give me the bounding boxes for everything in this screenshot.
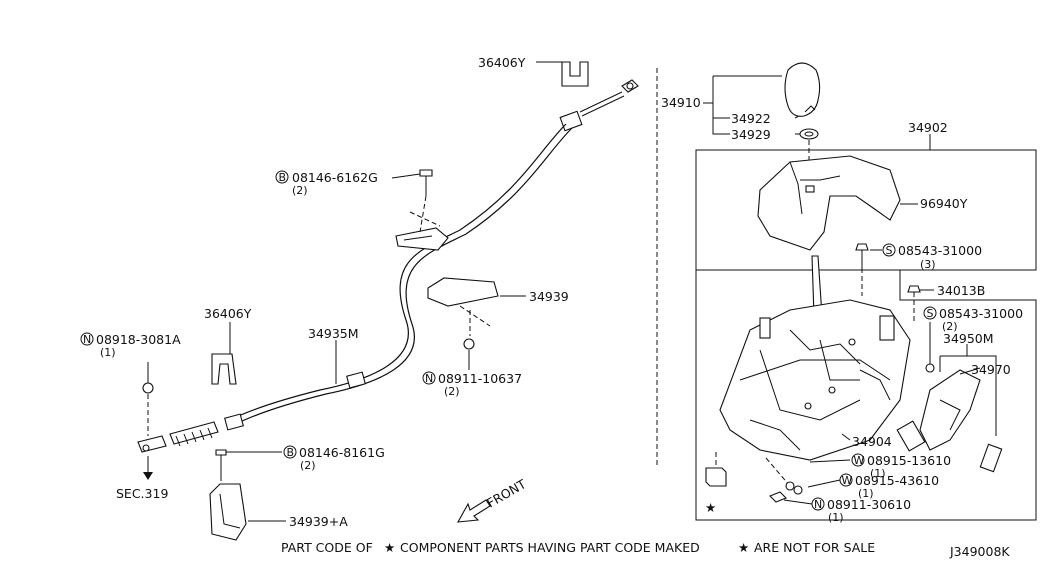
shift-cable — [229, 123, 567, 421]
cable-clip-left — [211, 353, 237, 385]
label-34939: 34939 — [529, 289, 569, 304]
frame-34902 — [695, 149, 1037, 271]
svg-text:(2): (2) — [300, 459, 316, 472]
cable-adjuster — [169, 421, 219, 445]
label-96940y: 96940Y — [920, 196, 968, 211]
label-34013b: 34013B — [937, 283, 985, 298]
front-label: FRONT — [484, 476, 529, 511]
svg-text:N: N — [83, 333, 91, 346]
svg-text:W: W — [854, 454, 865, 467]
footer-star-1: ★ — [384, 540, 395, 555]
washer — [799, 128, 819, 140]
label-sec319: SEC.319 — [116, 486, 168, 501]
bracket-34939 — [427, 277, 499, 307]
label-34935m: 34935M — [308, 326, 359, 341]
label-34929: 34929 — [731, 127, 771, 142]
svg-text:B: B — [279, 171, 287, 184]
label-34950m: 34950M — [943, 331, 994, 346]
label-34970: 34970 — [971, 362, 1011, 377]
svg-text:(1): (1) — [100, 346, 116, 359]
shifter-base — [719, 299, 911, 461]
svg-text:N: N — [425, 372, 433, 385]
label-08543-31000-a: 08543-31000 — [898, 243, 982, 258]
label-36406y-top: 36406Y — [478, 55, 526, 70]
svg-text:S: S — [927, 307, 934, 320]
footer-note-part2: COMPONENT PARTS HAVING PART CODE MAKED — [400, 540, 700, 555]
shift-knob — [784, 62, 821, 117]
bracket-34939a — [209, 483, 247, 541]
front-arrow-icon — [457, 499, 491, 523]
label-08911-30610: 08911-30610 — [827, 497, 911, 512]
svg-text:(3): (3) — [920, 258, 936, 271]
svg-text:N: N — [814, 498, 822, 511]
svg-text:B: B — [287, 446, 295, 459]
cable-clip-top — [561, 61, 589, 87]
diagram-id: J349008K — [949, 544, 1010, 559]
label-08911-10637: 08911-10637 — [438, 371, 522, 386]
svg-text:W: W — [842, 474, 853, 487]
label-34922: 34922 — [731, 111, 771, 126]
label-08543-31000-b: 08543-31000 — [939, 306, 1023, 321]
starred-component — [705, 467, 727, 487]
footer-note-part3: ARE NOT FOR SALE — [754, 540, 875, 555]
label-08918-3081a: 08918-3081A — [96, 332, 181, 347]
frame-34902-lower — [695, 270, 1037, 521]
label-08146-6162g: 08146-6162G — [292, 170, 378, 185]
label-08915-13610: 08915-13610 — [867, 453, 951, 468]
svg-text:(1): (1) — [870, 467, 886, 480]
label-36406y-left: 36406Y — [204, 306, 252, 321]
svg-text:(2): (2) — [942, 320, 958, 333]
star-mark: ★ — [705, 500, 716, 515]
label-08915-43610: 08915-43610 — [855, 473, 939, 488]
label-34939a: 34939+A — [289, 514, 348, 529]
indicator-cover — [757, 155, 901, 251]
cable-bracket — [395, 227, 449, 251]
label-34902: 34902 — [908, 120, 948, 135]
footer-note-part1: PART CODE OF — [281, 540, 373, 555]
solenoid-assembly — [919, 369, 981, 451]
label-34904: 34904 — [852, 434, 892, 449]
label-08146-8161g: 08146-8161G — [299, 445, 385, 460]
svg-text:(1): (1) — [858, 487, 874, 500]
footer-star-2: ★ — [738, 540, 749, 555]
label-34910: 34910 — [661, 95, 701, 110]
svg-text:S: S — [886, 244, 893, 257]
svg-text:(2): (2) — [292, 184, 308, 197]
svg-text:(2): (2) — [444, 385, 460, 398]
svg-text:(1): (1) — [828, 511, 844, 524]
